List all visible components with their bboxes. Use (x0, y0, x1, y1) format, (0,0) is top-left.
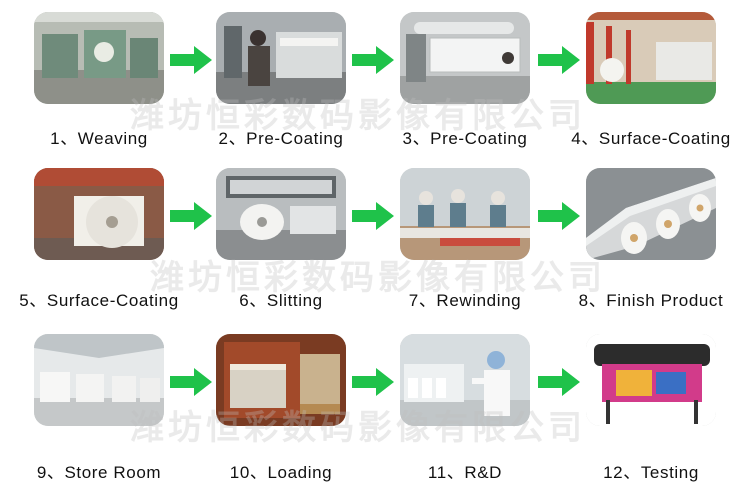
step-label: 4、Surface-Coating (571, 129, 731, 148)
step-label: 2、Pre-Coating (218, 129, 344, 148)
coating-rollers-icon (400, 12, 530, 104)
container-loading-icon (216, 334, 346, 426)
wide-format-printer-icon (586, 334, 716, 426)
step-label: 3、Pre-Coating (402, 129, 528, 148)
flow-arrow-icon (352, 368, 394, 396)
large-roll-icon (34, 168, 164, 260)
step-label: 6、Slitting (239, 291, 323, 310)
flow-arrow-icon (170, 368, 212, 396)
step-label: 7、Rewinding (408, 291, 522, 310)
slitting-machine-icon (216, 168, 346, 260)
warehouse-icon (34, 334, 164, 426)
weaving-machine-icon (34, 12, 164, 104)
step-label: 11、R&D (427, 463, 503, 482)
step-label: 8、Finish Product (578, 291, 724, 310)
step-label: 10、Loading (229, 463, 333, 482)
step-label: 5、Surface-Coating (19, 291, 179, 310)
flow-arrow-icon (538, 368, 580, 396)
finished-rolls-icon (586, 168, 716, 260)
flow-arrow-icon (170, 202, 212, 230)
flow-arrow-icon (170, 46, 212, 74)
flow-arrow-icon (538, 202, 580, 230)
step-label: 12、Testing (603, 463, 699, 482)
factory-hall-icon (586, 12, 716, 104)
step-label: 1、Weaving (50, 129, 148, 148)
flow-arrow-icon (352, 46, 394, 74)
step-label: 9、Store Room (36, 463, 162, 482)
rewinding-workers-icon (400, 168, 530, 260)
lab-researcher-icon (400, 334, 530, 426)
flow-arrow-icon (352, 202, 394, 230)
coating-line-worker-icon (216, 12, 346, 104)
flow-arrow-icon (538, 46, 580, 74)
